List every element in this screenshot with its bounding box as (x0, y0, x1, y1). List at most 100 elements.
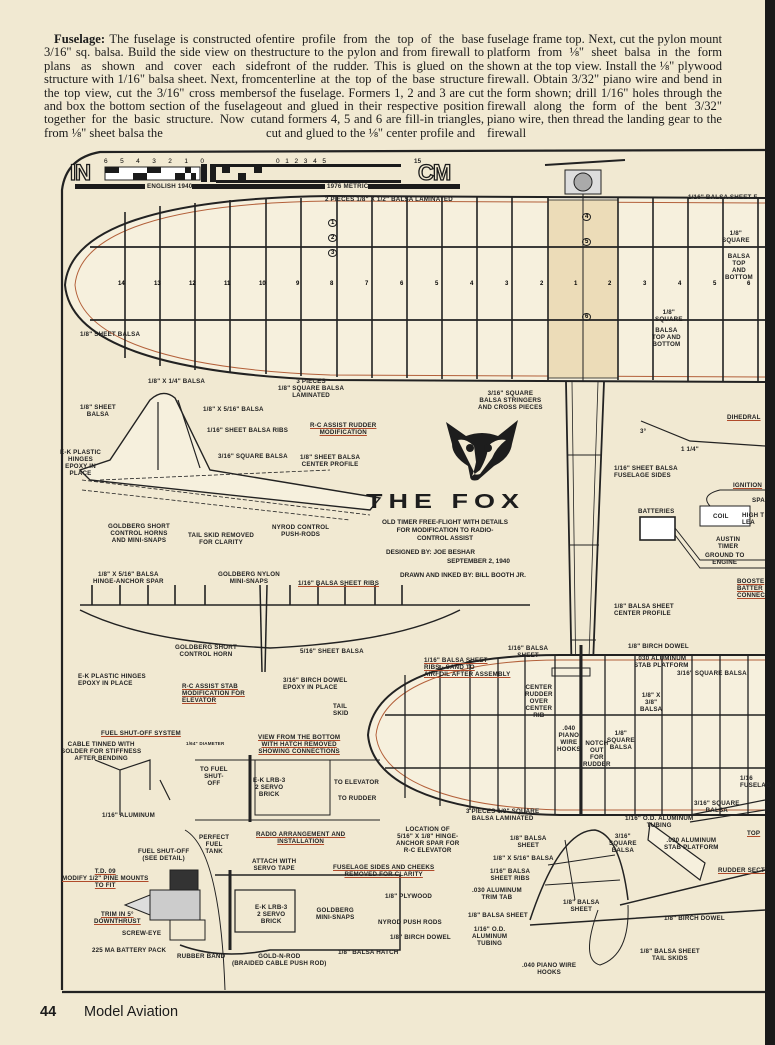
stab-top-label: 3 PIECES 1/8" SQUARE BALSA LAMINATED (466, 808, 540, 822)
stab-top-label: .040 PIANO WIRE HOOKS (557, 725, 581, 753)
tail-label: 3/16" SQUARE BALSA (694, 800, 740, 814)
tail-label: TOP (747, 830, 761, 837)
wing-label: BALSA TOP AND BOTTOM (725, 253, 753, 281)
ignition-label: IGNITION (733, 482, 763, 489)
rib-number: 7 (365, 281, 369, 287)
tick: 0 (276, 158, 280, 165)
stab-label: 3/16" BIRCH DOWEL EPOXY IN PLACE (283, 677, 348, 691)
former-number: 3 (328, 249, 338, 257)
rudder-label: R-C ASSIST RUDDER MODIFICATION (310, 422, 377, 436)
rib-number: 8 (330, 281, 334, 287)
rib-number: 10 (259, 281, 266, 287)
wing-label: 3 PIECES 1/8" SQUARE BALSA LAMINATED (278, 378, 345, 399)
radio-label: SCREW-EYE (122, 930, 162, 937)
tail-label: 1/8" BALSA SHEET (510, 835, 547, 849)
column-text: fuselage frame top. Next, cut the pylon … (487, 32, 722, 140)
stab-top-label: 1/8" x 3/8" BALSA (640, 692, 663, 713)
bottom-view-label: TO RUDDER (338, 795, 377, 802)
rudder-label: E-K PLASTIC HINGES EPOXY IN PLACE (60, 449, 102, 477)
fuel-label: FUEL SHUT-OFF SYSTEM (101, 730, 181, 737)
tail-label: 1/16" O.D. ALUMINUM TUBING (472, 926, 508, 947)
scale-metric-label: 1976 METRIC (327, 183, 369, 190)
timer-label: AUSTIN TIMER (716, 536, 741, 550)
plan-subtitle: OLD TIMER FREE-FLIGHT WITH DETAILS FOR M… (382, 519, 508, 542)
radio-label: E-K LRB-3 2 SERVO BRICK (255, 904, 288, 925)
stab-top-label: .030 ALUMINUM STAB PLATFORM (634, 655, 689, 669)
plan-title: THE FOX (366, 490, 526, 513)
bottom-view-label: VIEW FROM THE BOTTOM WITH HATCH REMOVED … (258, 734, 341, 755)
scale-inches-label: IN (69, 159, 91, 185)
article-column-1: Fuselage: The fuselage is constructed of… (44, 32, 266, 140)
ignition-label: SPA (752, 497, 765, 504)
fox-logo (446, 420, 518, 481)
radio-label: NYROD PUSH RODS (378, 919, 442, 926)
radio-label: PERFECT FUEL TANK (199, 834, 230, 855)
scale-english-label: ENGLISH 1940 (147, 183, 193, 190)
stab-label: 5/16" SHEET BALSA (300, 648, 364, 655)
tick: 1 (285, 158, 289, 165)
stab-top-label: NOTCH OUT FOR RUDDER (583, 740, 611, 768)
bottom-view-label: TO ELEVATOR (334, 779, 380, 786)
fuel-label: CABLE TINNED WITH SOLDER FOR STIFFNESS A… (61, 741, 142, 762)
stab-label: GOLDBERG NYLON MINI-SNAPS (218, 571, 280, 585)
tail-label: 1/16" BALSA SHEET RIBS (490, 868, 531, 882)
dihedral-height: 1 1/4" (681, 446, 699, 453)
dihedral-angle: 3° (640, 428, 647, 435)
rib-number: 5 (435, 281, 439, 287)
tick: 0 (200, 158, 204, 165)
rib-number: 2 (608, 281, 612, 287)
rib-number: 11 (224, 281, 231, 287)
ground-label: GROUND TO ENGINE (705, 552, 745, 566)
wing-label: 1/8" SQUARE (655, 309, 683, 323)
radio-label: ATTACH WITH SERVO TAPE (252, 858, 297, 872)
column-text: entire profile from the top of the base … (266, 32, 484, 140)
tail-label: 1/8" x 5/16" BALSA (493, 855, 554, 862)
radio-label: 1/8" BIRCH DOWEL (390, 934, 451, 941)
dihedral-label: DIHEDRAL (727, 414, 761, 421)
page-edge (765, 0, 775, 1045)
wing-label: 3/16" SQUARE BALSA STRINGERS AND CROSS P… (478, 390, 543, 411)
former-number: 2 (328, 234, 338, 242)
tick: 5 (120, 158, 124, 165)
radio-label: 225 MA BATTERY PACK (92, 947, 167, 954)
tail-label: .030 ALUMINUM TRIM TAB (472, 887, 522, 901)
tail-label: 1/8" BIRCH DOWEL (664, 915, 725, 922)
stab-top-label: 1/8" BIRCH DOWEL (628, 643, 689, 650)
tail-label: 1/8" BALSA SHEET TAIL SKIDS (640, 948, 700, 962)
rib-number: 1 (574, 281, 578, 287)
tail-label: .030 ALUMINUM STAB PLATFORM (664, 837, 719, 851)
fuel-label: 1/16" ALUMINUM (102, 812, 155, 819)
rudder-label: 1/8" x 1/4" BALSA (148, 378, 206, 385)
former-number: 5 (582, 238, 592, 246)
former-number: 6 (582, 313, 592, 321)
rib-number: 6 (747, 281, 751, 287)
stab-label: E-K PLASTIC HINGES EPOXY IN PLACE (78, 673, 146, 687)
stab-label: R-C ASSIST STAB MODIFICATION FOR ELEVATO… (182, 683, 245, 704)
ignition-label: HIGH T LEA (742, 512, 765, 526)
radio-label: GOLD-N-ROD (BRAIDED CABLE PUSH ROD) (232, 953, 327, 967)
rib-number: 3 (643, 281, 647, 287)
tick: 2 (168, 158, 172, 165)
tail-label: .040 PIANO WIRE HOOKS (522, 962, 577, 976)
radio-label: T.D. 09 MODIFY 1/2" PINE MOUNTS TO FIT (62, 868, 149, 889)
design-date: SEPTEMBER 2, 1940 (447, 558, 510, 565)
tick: 15 (414, 158, 422, 165)
stab-label: GOLDBERG SHORT CONTROL HORN (175, 644, 237, 658)
wing-label: 2 PIECES 1/8" x 1/2" BALSA LAMINATED (325, 196, 453, 203)
stab-top-label: 1/8" SQUARE BALSA (607, 730, 635, 751)
wing-label: 1/8" SHEET BALSA (80, 331, 141, 338)
tick: 6 (104, 158, 108, 165)
stab-top-label: 1/16" BALSA SHEET (508, 645, 549, 659)
center-profile-label: 1/8" BALSA SHEET CENTER PROFILE (614, 603, 674, 617)
tick: 1 (184, 158, 188, 165)
tick: 4 (313, 158, 317, 165)
stab-label: 1/16" BALSA SHEET RIBS (298, 580, 380, 587)
rib-number: 9 (296, 281, 300, 287)
rib-number: 4 (678, 281, 682, 287)
stab-top-label: 1/16 FUSELAG (740, 775, 771, 789)
tail-label: RUDDER SECT (718, 867, 765, 874)
rib-number: 4 (470, 281, 474, 287)
rudder-label: 1/8" SHEET BALSA (80, 404, 116, 418)
